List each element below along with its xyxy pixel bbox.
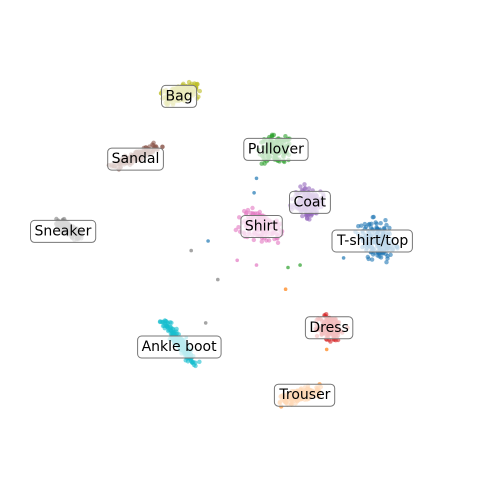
cluster-label-text: Dress bbox=[309, 320, 348, 336]
cluster-label: Shirt bbox=[240, 215, 283, 238]
cluster-label-text: Pullover bbox=[248, 141, 304, 157]
data-point bbox=[275, 240, 281, 245]
data-point bbox=[304, 213, 309, 218]
data-point bbox=[283, 134, 288, 139]
data-point bbox=[251, 237, 256, 243]
data-point bbox=[206, 239, 210, 243]
data-point bbox=[160, 144, 165, 150]
cluster-label: Coat bbox=[289, 190, 331, 214]
cluster-label-box bbox=[289, 190, 331, 214]
data-point bbox=[186, 79, 192, 85]
data-point bbox=[237, 215, 242, 220]
data-point bbox=[368, 225, 374, 230]
data-point bbox=[169, 320, 174, 325]
data-point bbox=[328, 339, 333, 344]
data-point bbox=[286, 265, 290, 270]
cluster-label-box bbox=[30, 219, 97, 243]
cluster-label-box bbox=[243, 137, 309, 161]
cluster-label-text: Shirt bbox=[245, 219, 278, 235]
data-point bbox=[300, 213, 305, 219]
data-point bbox=[298, 184, 303, 189]
data-point bbox=[324, 347, 329, 352]
data-point bbox=[369, 257, 375, 262]
data-point bbox=[383, 218, 388, 223]
data-point bbox=[262, 161, 267, 166]
data-point bbox=[233, 227, 238, 233]
cluster-label-text: Sandal bbox=[112, 151, 160, 167]
data-point bbox=[190, 360, 195, 365]
data-point bbox=[366, 256, 371, 262]
data-point bbox=[236, 225, 241, 230]
data-point bbox=[356, 224, 361, 229]
data-point bbox=[306, 186, 312, 191]
data-point bbox=[378, 221, 383, 226]
cluster-label: Trouser bbox=[273, 383, 336, 407]
cluster-label-box bbox=[331, 229, 413, 253]
data-point bbox=[244, 210, 249, 215]
data-point bbox=[235, 258, 239, 263]
cluster-label: Sandal bbox=[107, 147, 164, 171]
data-point bbox=[341, 256, 346, 260]
cluster-label-box bbox=[107, 147, 164, 171]
data-point bbox=[203, 321, 208, 325]
data-point bbox=[374, 221, 379, 226]
data-point bbox=[252, 191, 256, 195]
cluster-label-box bbox=[273, 383, 336, 407]
cluster-label-box bbox=[161, 84, 198, 108]
data-point bbox=[254, 263, 259, 267]
cluster-label: Sneaker bbox=[30, 219, 97, 243]
data-point bbox=[257, 209, 262, 215]
data-point bbox=[370, 215, 375, 220]
data-point bbox=[385, 253, 390, 259]
data-point bbox=[384, 260, 389, 265]
cluster-label-box bbox=[240, 215, 283, 238]
data-point bbox=[259, 239, 264, 244]
data-point bbox=[283, 287, 288, 292]
cluster-label: Ankle boot bbox=[137, 335, 222, 359]
cluster-label-text: Coat bbox=[294, 194, 327, 210]
data-point bbox=[307, 217, 312, 222]
cluster-label: Bag bbox=[161, 84, 198, 108]
cluster-label: T-shirt/top bbox=[331, 229, 413, 253]
cluster-label-text: Ankle boot bbox=[142, 339, 218, 355]
data-point bbox=[163, 322, 168, 327]
data-point bbox=[254, 176, 259, 181]
data-point bbox=[387, 225, 392, 231]
cluster-label: Dress bbox=[304, 316, 354, 340]
data-point bbox=[169, 331, 175, 336]
cluster-label-text: Trouser bbox=[278, 387, 330, 403]
data-point bbox=[367, 221, 372, 227]
data-point bbox=[302, 182, 307, 187]
cluster-label-box bbox=[304, 316, 354, 340]
cluster-label-text: T-shirt/top bbox=[336, 233, 408, 249]
data-point bbox=[197, 359, 202, 364]
cluster-label-text: Bag bbox=[166, 88, 193, 104]
data-point bbox=[303, 186, 308, 191]
data-point bbox=[171, 326, 176, 332]
cluster-label-box bbox=[137, 335, 222, 359]
data-point bbox=[216, 277, 220, 282]
data-point bbox=[298, 263, 302, 267]
cluster-label: Pullover bbox=[243, 137, 309, 161]
data-point bbox=[189, 248, 193, 253]
cluster-label-text: Sneaker bbox=[34, 223, 91, 239]
data-point bbox=[384, 222, 389, 228]
data-point bbox=[197, 88, 202, 94]
data-point bbox=[250, 205, 255, 211]
